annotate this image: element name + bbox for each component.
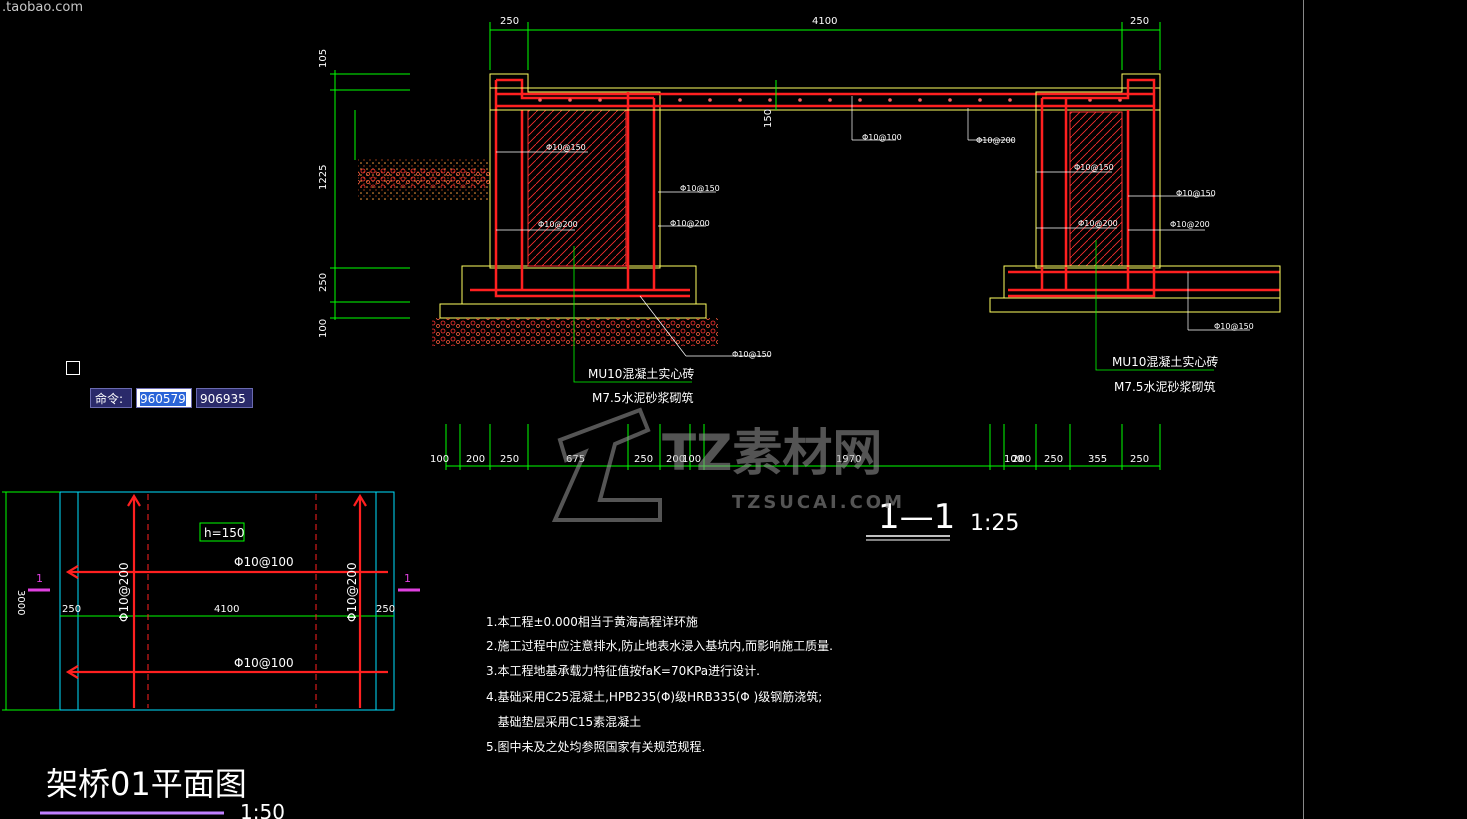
- top-dimension: [489, 22, 1161, 70]
- bottom-dim-2: 200: [466, 454, 485, 465]
- rebar-label-3: Φ10@150: [680, 184, 720, 193]
- plan-h-label-box: [199, 522, 245, 542]
- material-left-1: MU10混凝土实心砖: [588, 366, 694, 381]
- bottom-dim-6: 200: [666, 454, 685, 465]
- bottom-dim-9: 100: [1004, 454, 1023, 465]
- plan-left-rebar: Φ10@200: [117, 562, 131, 622]
- command-input-x-value[interactable]: 960579: [140, 392, 186, 406]
- left-brick-infill: [527, 109, 627, 267]
- bottom-dim-13: 250: [1130, 454, 1149, 465]
- command-input-y[interactable]: 906935: [196, 388, 253, 408]
- material-right-2: M7.5水泥砂浆砌筑: [1114, 379, 1215, 394]
- note-2: 2.施工过程中应注意排水,防止地表水浸入基坑内,而影响施工质量.: [486, 638, 833, 653]
- rebar-label-2: Φ10@200: [538, 220, 578, 229]
- section-mark-right-label: 1: [404, 572, 411, 585]
- bottom-dim-1: 100: [430, 454, 449, 465]
- plan-height-dim: 3000: [15, 590, 26, 615]
- note-5: 基础垫层采用C15素混凝土: [486, 714, 641, 729]
- watermark-top: .taobao.com: [2, 0, 83, 15]
- left-gravel-base: [432, 318, 718, 346]
- note-1: 1.本工程±0.000相当于黄海高程详环施: [486, 614, 698, 629]
- rebar-label-12: Φ10@150: [732, 350, 772, 359]
- rebar-leaders: [496, 96, 1250, 357]
- center-watermark: TZ素材网 TZSUCAI.COM: [551, 407, 905, 522]
- design-notes: 1.本工程±0.000相当于黄海高程详环施 2.施工过程中应注意排水,防止地表水…: [486, 614, 833, 754]
- right-abutment-outline: [1035, 73, 1161, 269]
- plan-right-rebar: Φ10@200: [345, 562, 359, 622]
- top-slab-dots: [538, 98, 1122, 102]
- top-dim-3: 250: [1130, 16, 1149, 27]
- plan-scale: 1:50: [240, 800, 285, 819]
- top-dim-2: 4100: [812, 16, 837, 27]
- bottom-dim-4: 675: [566, 454, 585, 465]
- viewport-border: [1303, 0, 1304, 819]
- watermark-brand: TZ素材网: [662, 424, 882, 482]
- plan-dim-1: 250: [62, 604, 81, 615]
- plan-bottom-rebar: Φ10@100: [234, 656, 294, 670]
- rebar-label-5: Φ10@100: [862, 133, 902, 142]
- section-view: 250 4100 250 105 1225 250 100: [318, 16, 1281, 541]
- rebar-label-10: Φ10@200: [1170, 220, 1210, 229]
- command-label: 命令:: [90, 388, 132, 408]
- note-3: 3.本工程地基承载力特征值按faK=70KPa进行设计.: [486, 663, 760, 678]
- bottom-dim-11: 250: [1044, 454, 1063, 465]
- rebar-label-1: Φ10@150: [546, 143, 586, 152]
- bottom-dim-8: 1970: [836, 454, 861, 465]
- left-dimension: [330, 70, 410, 320]
- right-blinding: [989, 297, 1281, 313]
- plan-title: 架桥01平面图: [46, 765, 247, 803]
- plan-top-rebar: Φ10@100: [234, 555, 294, 569]
- plan-outline: [59, 491, 395, 711]
- top-slab-rebar: [496, 92, 1154, 108]
- plan-dim-3: 250: [376, 604, 395, 615]
- material-left-2: M7.5水泥砂浆砌筑: [592, 390, 693, 405]
- note-6: 5.图中未及之处均参照国家有关规范规程.: [486, 739, 705, 754]
- bottom-dim-7: 100: [682, 454, 701, 465]
- rebar-label-6: Φ10@200: [976, 136, 1016, 145]
- section-title: 1—1: [878, 497, 955, 537]
- rebar-label-11: Φ10@150: [1214, 322, 1254, 331]
- material-right-1: MU10混凝土实心砖: [1112, 354, 1218, 369]
- bottom-dim-10: 200: [1012, 454, 1031, 465]
- cursor-pickbox: [66, 361, 80, 375]
- left-dim-4: 100: [318, 319, 329, 338]
- rebar-label-8: Φ10@200: [1078, 219, 1118, 228]
- bottom-dim-3: 250: [500, 454, 519, 465]
- plan-dim-2: 4100: [214, 604, 239, 615]
- top-dim-1: 250: [500, 16, 519, 27]
- material-leaders: [573, 240, 1214, 383]
- left-blinding: [439, 303, 707, 319]
- plan-h-label: h=150: [204, 526, 245, 540]
- bottom-dimension: [445, 424, 1161, 470]
- plan-rebar: [65, 493, 388, 708]
- bottom-dim-5: 250: [634, 454, 653, 465]
- note-4: 4.基础采用C25混凝土,HPB235(Φ)级HRB335(Φ )级钢筋浇筑;: [486, 689, 822, 704]
- left-abutment-outline: [489, 73, 661, 269]
- left-gravel: [358, 168, 490, 188]
- tz-logo-icon: [551, 407, 662, 522]
- watermark-url: TZSUCAI.COM: [732, 492, 905, 513]
- left-dim-1: 105: [318, 49, 329, 68]
- plan-dashed: [147, 494, 317, 708]
- section-scale: 1:25: [970, 511, 1019, 536]
- rebar-label-9: Φ10@150: [1176, 189, 1216, 198]
- command-input-x[interactable]: 960579: [136, 388, 192, 408]
- right-abutment-rebar: [1008, 78, 1280, 298]
- plan-view: 3000 h=150 Φ10@100 Φ10@100 Φ10@200 Φ10@2…: [2, 491, 420, 819]
- slab-thickness: 150: [763, 109, 774, 128]
- bottom-dim-12: 355: [1088, 454, 1107, 465]
- rebar-label-7: Φ10@150: [1074, 163, 1114, 172]
- rebar-label-4: Φ10@200: [670, 219, 710, 228]
- section-mark-left-label: 1: [36, 572, 43, 585]
- left-dim-3: 250: [318, 273, 329, 292]
- left-dim-2: 1225: [318, 165, 329, 190]
